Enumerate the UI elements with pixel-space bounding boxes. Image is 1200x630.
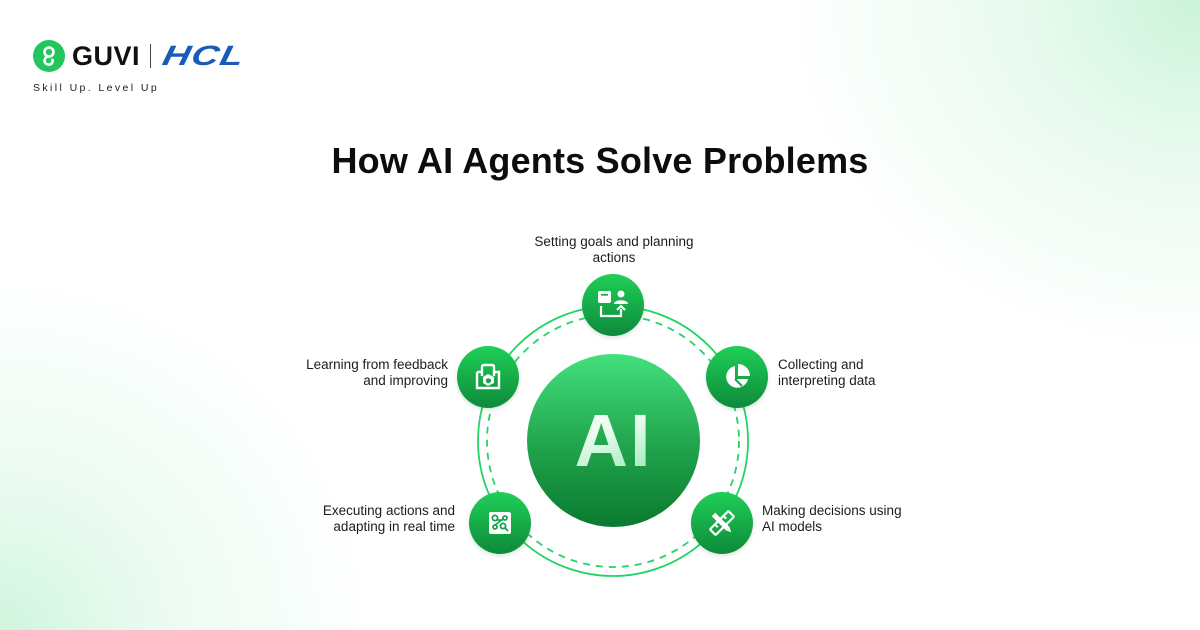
guvi-wordmark: GUVI bbox=[72, 40, 141, 71]
ai-core-circle: AI bbox=[527, 354, 700, 527]
brand-logo: GUVI HCL Skill Up. Level Up bbox=[33, 40, 333, 100]
brand-tagline: Skill Up. Level Up bbox=[33, 82, 160, 94]
ruler-pencil-icon bbox=[691, 492, 753, 554]
ai-core-label: AI bbox=[574, 399, 653, 482]
goal-planning-icon bbox=[582, 274, 644, 336]
workflow-icon bbox=[469, 492, 531, 554]
step-label-decisions: Making decisions using AI models bbox=[762, 503, 902, 534]
pie-chart-icon bbox=[706, 346, 768, 408]
logo-divider bbox=[150, 44, 152, 68]
step-label-data: Collecting and interpreting data bbox=[778, 357, 876, 388]
step-label-executing: Executing actions and adapting in real t… bbox=[322, 503, 455, 534]
step-label-learning: Learning from feedback and improving bbox=[306, 357, 448, 388]
guvi-logo-icon bbox=[33, 40, 65, 72]
page-title: How AI Agents Solve Problems bbox=[331, 140, 869, 181]
box-feedback-icon bbox=[457, 346, 519, 408]
step-label-goals: Setting goals and planning actions bbox=[534, 234, 694, 265]
